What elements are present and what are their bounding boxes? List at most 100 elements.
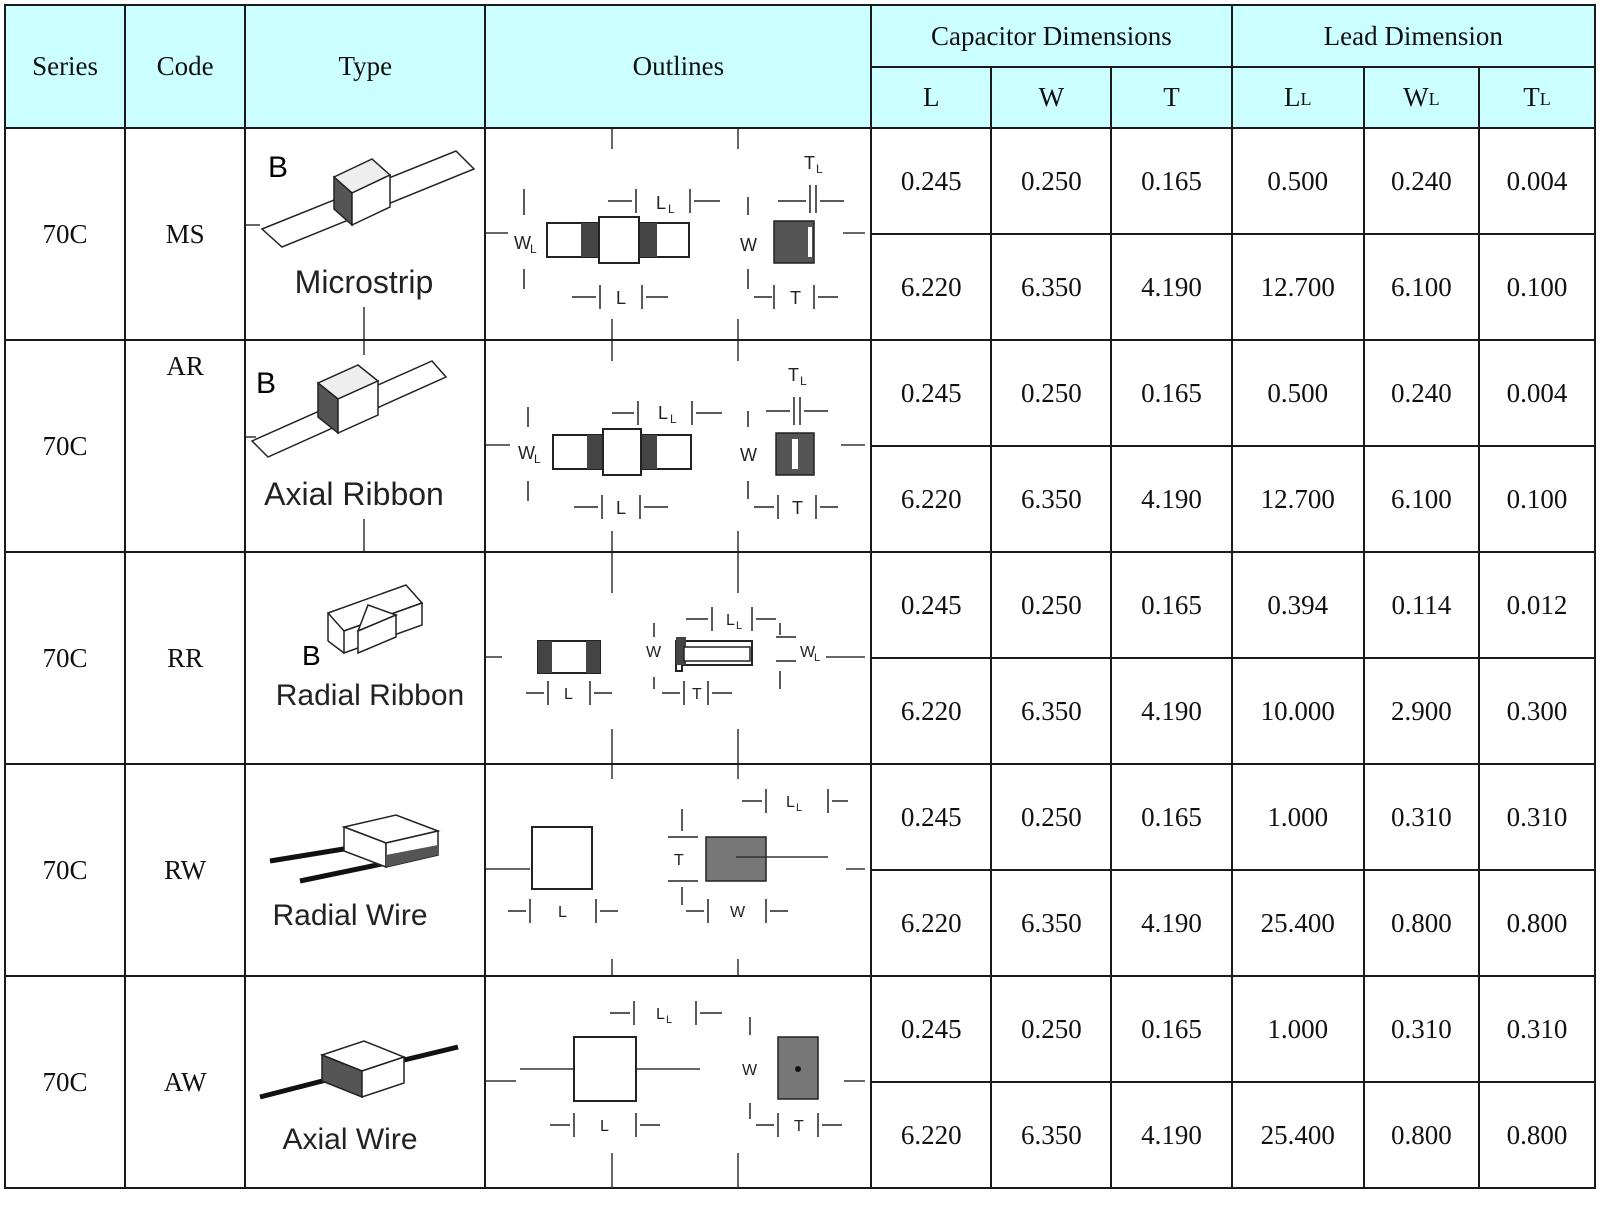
header-cap-w: W — [990, 66, 1113, 129]
lead-ll-cell: 12.700 — [1230, 445, 1365, 553]
type-cell: B Axial Ribbon — [244, 339, 487, 553]
lead-ll-cell: 1.000 — [1230, 975, 1365, 1083]
table-row: 6.220 6.350 4.190 25.400 0.800 0.800 — [5, 869, 1597, 977]
svg-text:L: L — [656, 1006, 665, 1023]
lead-ll-cell: 0.394 — [1230, 551, 1365, 659]
type-label: Microstrip — [295, 264, 434, 300]
svg-text:T: T — [674, 852, 684, 869]
radial-ribbon-illustration: B Radial Ribbon — [276, 584, 464, 712]
cap-l-cell: 0.245 — [870, 127, 993, 235]
cap-w-cell: 6.350 — [990, 657, 1113, 765]
code-cell: RR — [124, 551, 247, 765]
lead-tl-cell: 0.310 — [1477, 975, 1597, 1083]
cap-w-cell: 0.250 — [990, 551, 1113, 659]
svg-text:W: W — [514, 233, 531, 253]
header-cap-t: T — [1110, 66, 1233, 129]
header-series: Series — [3, 4, 127, 129]
code-cell: AW — [124, 975, 247, 1189]
svg-text:L: L — [670, 412, 677, 426]
svg-text:T: T — [692, 686, 702, 703]
svg-text:L: L — [564, 686, 573, 703]
cap-t-cell: 0.165 — [1110, 551, 1233, 659]
lead-tl-cell: 0.300 — [1477, 657, 1597, 765]
lead-ll-cell: 25.400 — [1230, 1081, 1365, 1189]
svg-text:W: W — [740, 235, 757, 255]
table-row: 70C MS B Microstrip — [3, 127, 1597, 341]
cap-l-cell: 6.220 — [870, 1081, 993, 1189]
lead-tl-cell: 0.004 — [1477, 339, 1597, 447]
type-marker: B — [256, 367, 276, 400]
type-cell: Axial Wire — [244, 975, 487, 1189]
type-cell: B Radial Ribbon — [244, 551, 487, 765]
svg-text:L: L — [658, 403, 668, 423]
svg-text:L: L — [800, 374, 807, 388]
lead-wl-cell: 0.114 — [1362, 551, 1480, 659]
cap-w-cell: 0.250 — [990, 763, 1113, 871]
header-cap-l: L — [870, 66, 993, 129]
lead-wl-cell: 0.310 — [1362, 975, 1480, 1083]
svg-text:L: L — [534, 452, 541, 466]
cap-t-cell: 4.190 — [1110, 1081, 1233, 1189]
cap-w-cell: 0.250 — [990, 339, 1113, 447]
radial-wire-illustration: Radial Wire — [269, 814, 441, 932]
svg-text:W: W — [518, 443, 535, 463]
cap-l-cell: 6.220 — [870, 445, 993, 553]
svg-text:T: T — [792, 498, 803, 518]
svg-text:L: L — [786, 794, 795, 811]
cap-w-cell: 0.250 — [990, 975, 1113, 1083]
cap-w-cell: 6.350 — [990, 233, 1113, 341]
lead-wl-cell: 0.240 — [1362, 127, 1480, 235]
cap-t-cell: 4.190 — [1110, 657, 1233, 765]
cap-t-cell: 4.190 — [1110, 233, 1233, 341]
cap-w-cell: 0.250 — [990, 127, 1113, 235]
lead-ll-cell: 1.000 — [1230, 763, 1365, 871]
cap-t-cell: 0.165 — [1110, 763, 1233, 871]
lead-tl-cell: 0.004 — [1477, 127, 1597, 235]
lead-ll-cell: 12.700 — [1230, 233, 1365, 341]
table-row: 70C RW Radial Wire — [3, 763, 1597, 977]
lead-wl-cell: 6.100 — [1362, 233, 1480, 341]
lead-tl-cell: 0.012 — [1477, 551, 1597, 659]
cap-w-cell: 6.350 — [990, 869, 1113, 977]
svg-text:L: L — [558, 904, 567, 921]
svg-text:L: L — [796, 802, 802, 814]
svg-text:L: L — [616, 288, 626, 308]
svg-text:T: T — [804, 153, 815, 173]
lead-ll-cell: 0.500 — [1230, 127, 1365, 235]
code-cell: MS — [124, 127, 247, 341]
svg-text:L: L — [616, 498, 626, 518]
lead-tl-cell: 0.100 — [1477, 445, 1597, 553]
cap-l-cell: 0.245 — [870, 763, 993, 871]
table-row: 6.220 6.350 4.190 12.700 6.100 0.100 — [5, 233, 1597, 341]
header-type: Type — [244, 4, 487, 129]
series-cell: 70C — [3, 339, 127, 553]
type-cell: B Microstrip — [244, 127, 487, 341]
table-row: 6.220 6.350 4.190 10.000 2.900 0.300 — [5, 657, 1597, 765]
cap-t-cell: 4.190 — [1110, 869, 1233, 977]
lead-ll-cell: 10.000 — [1230, 657, 1365, 765]
svg-text:W: W — [740, 445, 757, 465]
svg-text:W: W — [800, 644, 816, 661]
svg-text:W: W — [646, 644, 662, 661]
svg-text:W: W — [742, 1062, 758, 1079]
lead-wl-cell: 6.100 — [1362, 445, 1480, 553]
cap-t-cell: 0.165 — [1110, 975, 1233, 1083]
svg-text:T: T — [790, 288, 801, 308]
lead-tl-cell: 0.100 — [1477, 233, 1597, 341]
series-cell: 70C — [3, 763, 127, 977]
series-cell: 70C — [3, 127, 127, 341]
table-row: 70C RR B Radial Ribbon — [3, 551, 1597, 765]
lead-wl-cell: 0.310 — [1362, 763, 1480, 871]
type-label: Axial Wire — [283, 1123, 418, 1156]
cap-l-cell: 0.245 — [870, 339, 993, 447]
type-marker: B — [302, 640, 321, 671]
cap-l-cell: 6.220 — [870, 869, 993, 977]
cap-l-cell: 6.220 — [870, 657, 993, 765]
svg-text:L: L — [656, 193, 666, 213]
